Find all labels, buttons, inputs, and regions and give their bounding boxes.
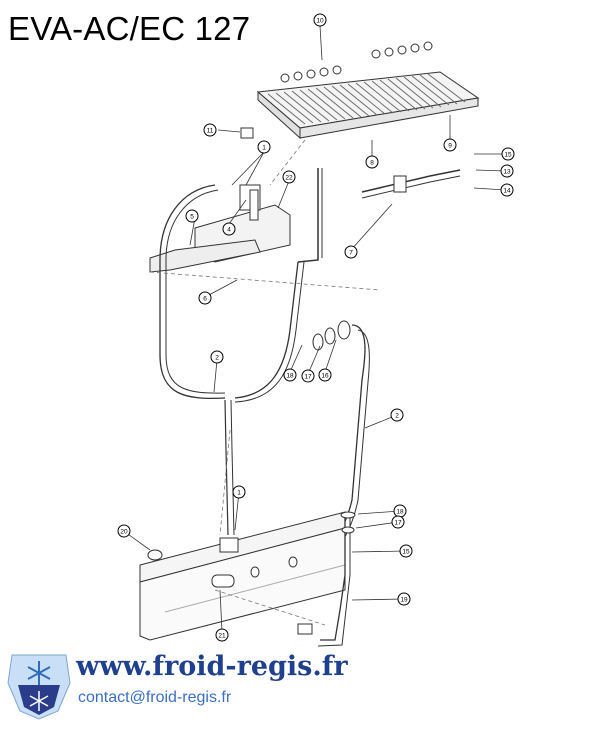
callout-9: 9 — [443, 138, 457, 152]
callout-number: 22 — [285, 174, 293, 181]
callout-8: 8 — [365, 155, 379, 169]
callout-5: 5 — [185, 209, 199, 223]
callout-number: 11 — [207, 127, 214, 134]
callout-number: 13 — [503, 168, 511, 175]
callout-circle — [397, 592, 411, 606]
callout-circle — [232, 485, 246, 499]
callout-number: 10 — [316, 17, 324, 24]
callout-circle — [344, 245, 358, 259]
callout-4: 4 — [222, 222, 236, 236]
callout-circle — [198, 291, 212, 305]
callout-number: 6 — [203, 295, 207, 302]
callout-2b: 2 — [390, 408, 404, 422]
fitting-11 — [240, 127, 254, 139]
callout-number: 20 — [120, 528, 128, 535]
callout-13: 13 — [500, 164, 514, 178]
callout-circle — [391, 515, 405, 529]
callout-number: 1 — [237, 489, 241, 496]
callout-16: 16 — [318, 368, 332, 382]
contact-email-link[interactable]: contact@froid-regis.fr — [78, 689, 232, 706]
callout-number: 9 — [448, 142, 452, 149]
callout-circle — [301, 369, 315, 383]
callout-number: 2 — [215, 354, 219, 361]
website-link[interactable]: www.froid-regis.fr — [76, 651, 348, 682]
callout-number: 19 — [400, 596, 408, 603]
callout-7: 7 — [344, 245, 358, 259]
callout-15: 15 — [501, 147, 515, 161]
callout-circle — [117, 524, 131, 538]
callout-1a: 1 — [257, 140, 271, 154]
callout-circle — [443, 138, 457, 152]
gas-valve-assembly — [149, 184, 291, 273]
callout-number: 5 — [190, 213, 194, 220]
callout-22: 22 — [282, 170, 296, 184]
callout-circle — [185, 209, 199, 223]
callout-18b: 18 — [393, 504, 407, 518]
callout-circle — [282, 170, 296, 184]
callout-circle — [365, 155, 379, 169]
callout-circle — [283, 368, 297, 382]
callout-18: 18 — [283, 368, 297, 382]
callout-number: 16 — [321, 372, 329, 379]
callout-circle — [222, 222, 236, 236]
callout-circle — [318, 368, 332, 382]
callout-number: 7 — [349, 249, 353, 256]
callout-number: 21 — [218, 632, 226, 639]
callout-number: 2 — [395, 412, 399, 419]
callout-circle — [390, 408, 404, 422]
callout-circle — [257, 140, 271, 154]
callout-21: 21 — [215, 628, 229, 642]
callout-number: 15 — [402, 548, 410, 555]
callout-10: 10 — [313, 13, 327, 27]
callout-number: 17 — [394, 519, 402, 526]
callout-17: 17 — [301, 369, 315, 383]
callout-circle — [215, 628, 229, 642]
callout-circle — [399, 544, 413, 558]
burner-manifold — [256, 41, 480, 140]
callout-20: 20 — [117, 524, 131, 538]
callout-number: 18 — [396, 508, 404, 515]
callout-circle — [501, 147, 515, 161]
callout-19: 19 — [397, 592, 411, 606]
callout-6: 6 — [198, 291, 212, 305]
callout-11: 11 — [203, 123, 217, 137]
callout-number: 18 — [286, 372, 294, 379]
diagram-title: EVA-AC/EC 127 — [8, 10, 251, 47]
callout-number: 15 — [504, 151, 512, 158]
callout-circle — [210, 350, 224, 364]
callout-17b: 17 — [391, 515, 405, 529]
callout-2a: 2 — [210, 350, 224, 364]
callout-number: 4 — [227, 226, 231, 233]
callout-number: 14 — [503, 187, 511, 194]
pilot-burner-bar — [139, 511, 346, 641]
callout-1b: 1 — [232, 485, 246, 499]
snowflake-logo-icon — [7, 654, 71, 720]
callout-number: 1 — [262, 144, 266, 151]
callout-circle — [313, 13, 327, 27]
callout-15b: 15 — [399, 544, 413, 558]
callout-number: 8 — [370, 159, 374, 166]
callout-circle — [500, 164, 514, 178]
callout-number: 17 — [304, 373, 312, 380]
callout-14: 14 — [500, 183, 514, 197]
callout-circle — [203, 123, 217, 137]
burner-connector — [312, 320, 351, 351]
callout-circle — [500, 183, 514, 197]
